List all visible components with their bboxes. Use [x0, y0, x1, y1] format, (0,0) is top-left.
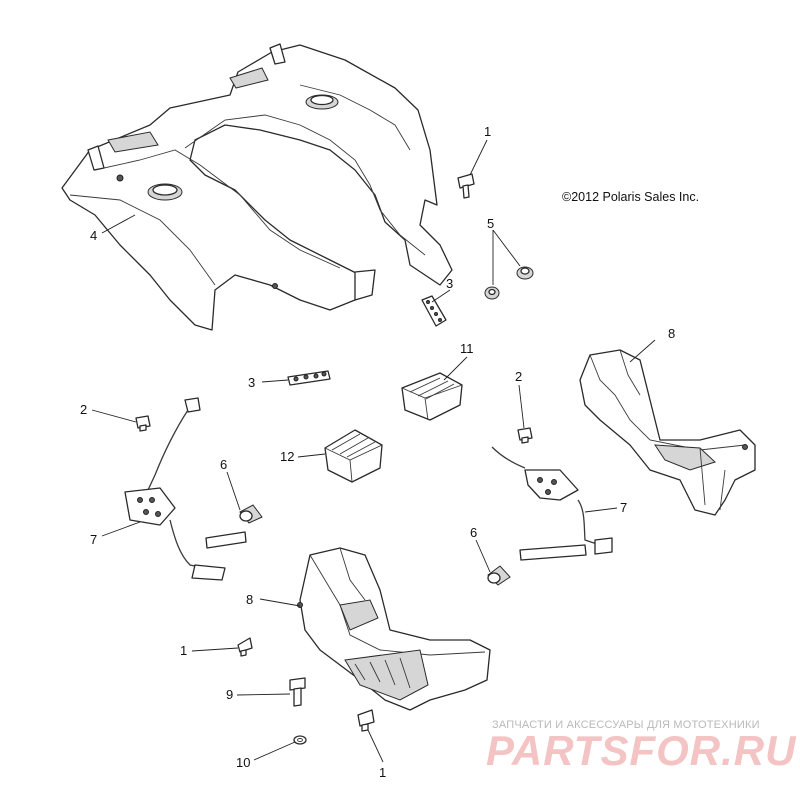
- callout-11: 11: [460, 341, 474, 356]
- bushing-part-right: [487, 565, 511, 586]
- callout-1-top: 1: [484, 124, 491, 139]
- push-rivet-part: [457, 173, 475, 199]
- rubber-pad-part-11: [401, 372, 463, 421]
- callout-10: 10: [236, 755, 250, 770]
- bumper-strip-part-upper: [421, 295, 447, 327]
- screw-part: [289, 677, 306, 707]
- callout-2-right: 2: [515, 369, 522, 384]
- watermark-tagline: ЗАПЧАСТИ И АКСЕССУАРЫ ДЛЯ МОТОТЕХНИКИ: [492, 719, 760, 731]
- callout-3-upper: 3: [446, 276, 453, 291]
- callout-6-left: 6: [220, 457, 227, 472]
- footrest-bracket-part-left: [124, 397, 247, 581]
- bolt-part-left: [135, 415, 151, 432]
- bushing-part-left: [239, 504, 263, 524]
- callout-12: 12: [280, 449, 294, 464]
- callout-8-left: 8: [246, 592, 253, 607]
- rear-fender-part: [61, 43, 453, 331]
- callout-8-right: 8: [668, 326, 675, 341]
- callout-7-left: 7: [90, 532, 97, 547]
- callout-9: 9: [226, 687, 233, 702]
- bumper-strip-part-lower: [287, 370, 331, 386]
- rubber-pad-part-12: [324, 429, 383, 483]
- callout-2-left: 2: [80, 402, 87, 417]
- washer-part: [293, 735, 307, 745]
- callout-1-left: 1: [180, 643, 187, 658]
- callout-1-bottom: 1: [379, 765, 386, 780]
- callout-4: 4: [90, 228, 97, 243]
- callout-6-right: 6: [470, 525, 477, 540]
- callout-5: 5: [487, 216, 494, 231]
- leader-lines: [91, 139, 656, 763]
- copyright-text: ©2012 Polaris Sales Inc.: [562, 190, 700, 204]
- washer-nut-part: [484, 266, 534, 300]
- callout-7-right: 7: [620, 500, 627, 515]
- push-rivet-part-left: [237, 637, 253, 657]
- footrest-bracket-part-right: [491, 446, 613, 561]
- push-rivet-part-bottom: [357, 709, 375, 732]
- bolt-part-right: [517, 427, 533, 444]
- footwell-part-left: [297, 547, 491, 711]
- callout-3-lower: 3: [248, 375, 255, 390]
- footwell-part-right: [579, 349, 756, 516]
- callout-labels: 1 5 3 4 3 11 2 8 2 6 12 7 7 6 8 1 9 10 1: [80, 124, 675, 780]
- watermark-logo: PARTSFOR.RU: [486, 727, 797, 774]
